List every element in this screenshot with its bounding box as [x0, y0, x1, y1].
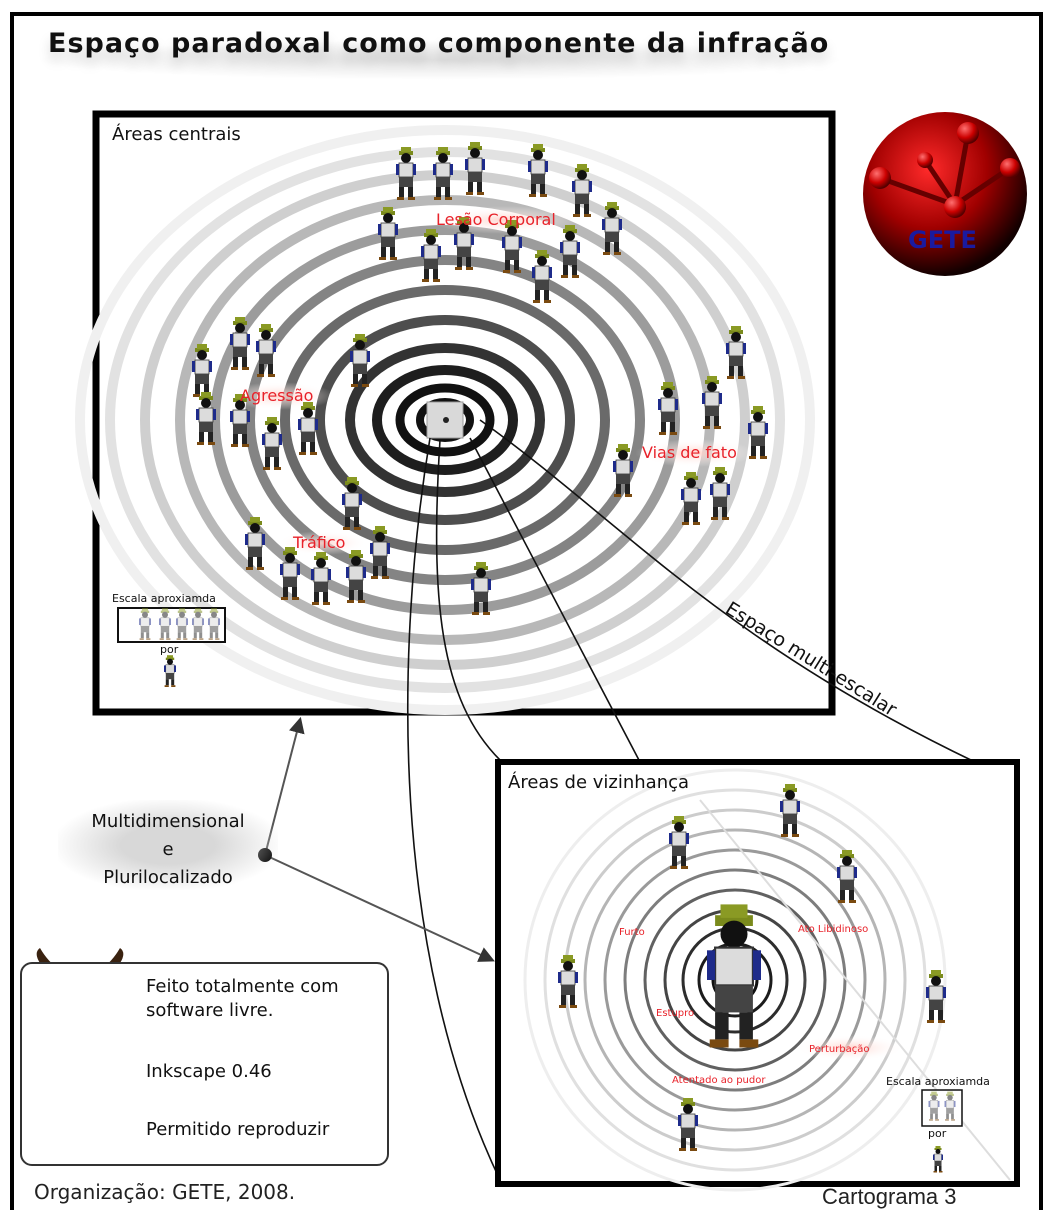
title-shadow	[30, 40, 850, 80]
credits-line-1: Feito totalmente com	[146, 976, 339, 997]
gete-logo	[863, 112, 1027, 276]
footer-organizacao: Organização: GETE, 2008.	[34, 1180, 296, 1204]
credits-line-2: software livre.	[146, 1000, 274, 1021]
page-title: Espaço paradoxal como componente da infr…	[48, 28, 830, 59]
label-ato-libidinoso: Ato Libidinoso	[798, 924, 869, 935]
footer-cartograma: Cartograma 3	[822, 1184, 957, 1209]
multi-line-3: Plurilocalizado	[103, 867, 233, 888]
central-scale-por: por	[160, 643, 179, 656]
vizinhanca-scale-box	[921, 1089, 963, 1127]
central-scale-title: Escala aproxiamda	[112, 592, 216, 605]
label-estupro: Estupro	[656, 1008, 695, 1019]
credits-inkscape: Inkscape 0.46	[146, 1061, 272, 1082]
arrow-to-vizinhanca	[264, 854, 495, 962]
multidimensional-label: Multidimensional e Plurilocalizado	[58, 800, 278, 890]
vizinhanca-scale-title: Escala aproxiamda	[886, 1075, 990, 1088]
label-agressao: Agressão	[240, 386, 314, 405]
multi-line-2: e	[162, 839, 174, 860]
label-perturbacao: Perturbação	[809, 1044, 870, 1055]
multi-line-1: Multidimensional	[91, 811, 245, 832]
label-lesao-corporal: Lesão Corporal	[436, 210, 556, 229]
credits-license: Permitido reproduzir	[146, 1119, 330, 1140]
outer-frame	[10, 12, 1043, 1210]
gete-logo-text: GETE	[908, 226, 977, 254]
central-panel-title: Áreas centrais	[112, 124, 241, 145]
vizinhanca-panel-title: Áreas de vizinhança	[508, 772, 690, 793]
credits-box	[20, 962, 389, 1166]
connector-curves	[406, 419, 976, 1181]
vizinhanca-scale-por: por	[928, 1127, 947, 1140]
label-trafico: Tráfico	[293, 533, 346, 552]
central-scale-box	[117, 607, 226, 643]
label-furto: Furto	[619, 927, 645, 938]
label-vias-de-fato: Vias de fato	[642, 443, 737, 462]
label-atentado-ao-pudor: Atentado ao pudor	[672, 1075, 766, 1086]
